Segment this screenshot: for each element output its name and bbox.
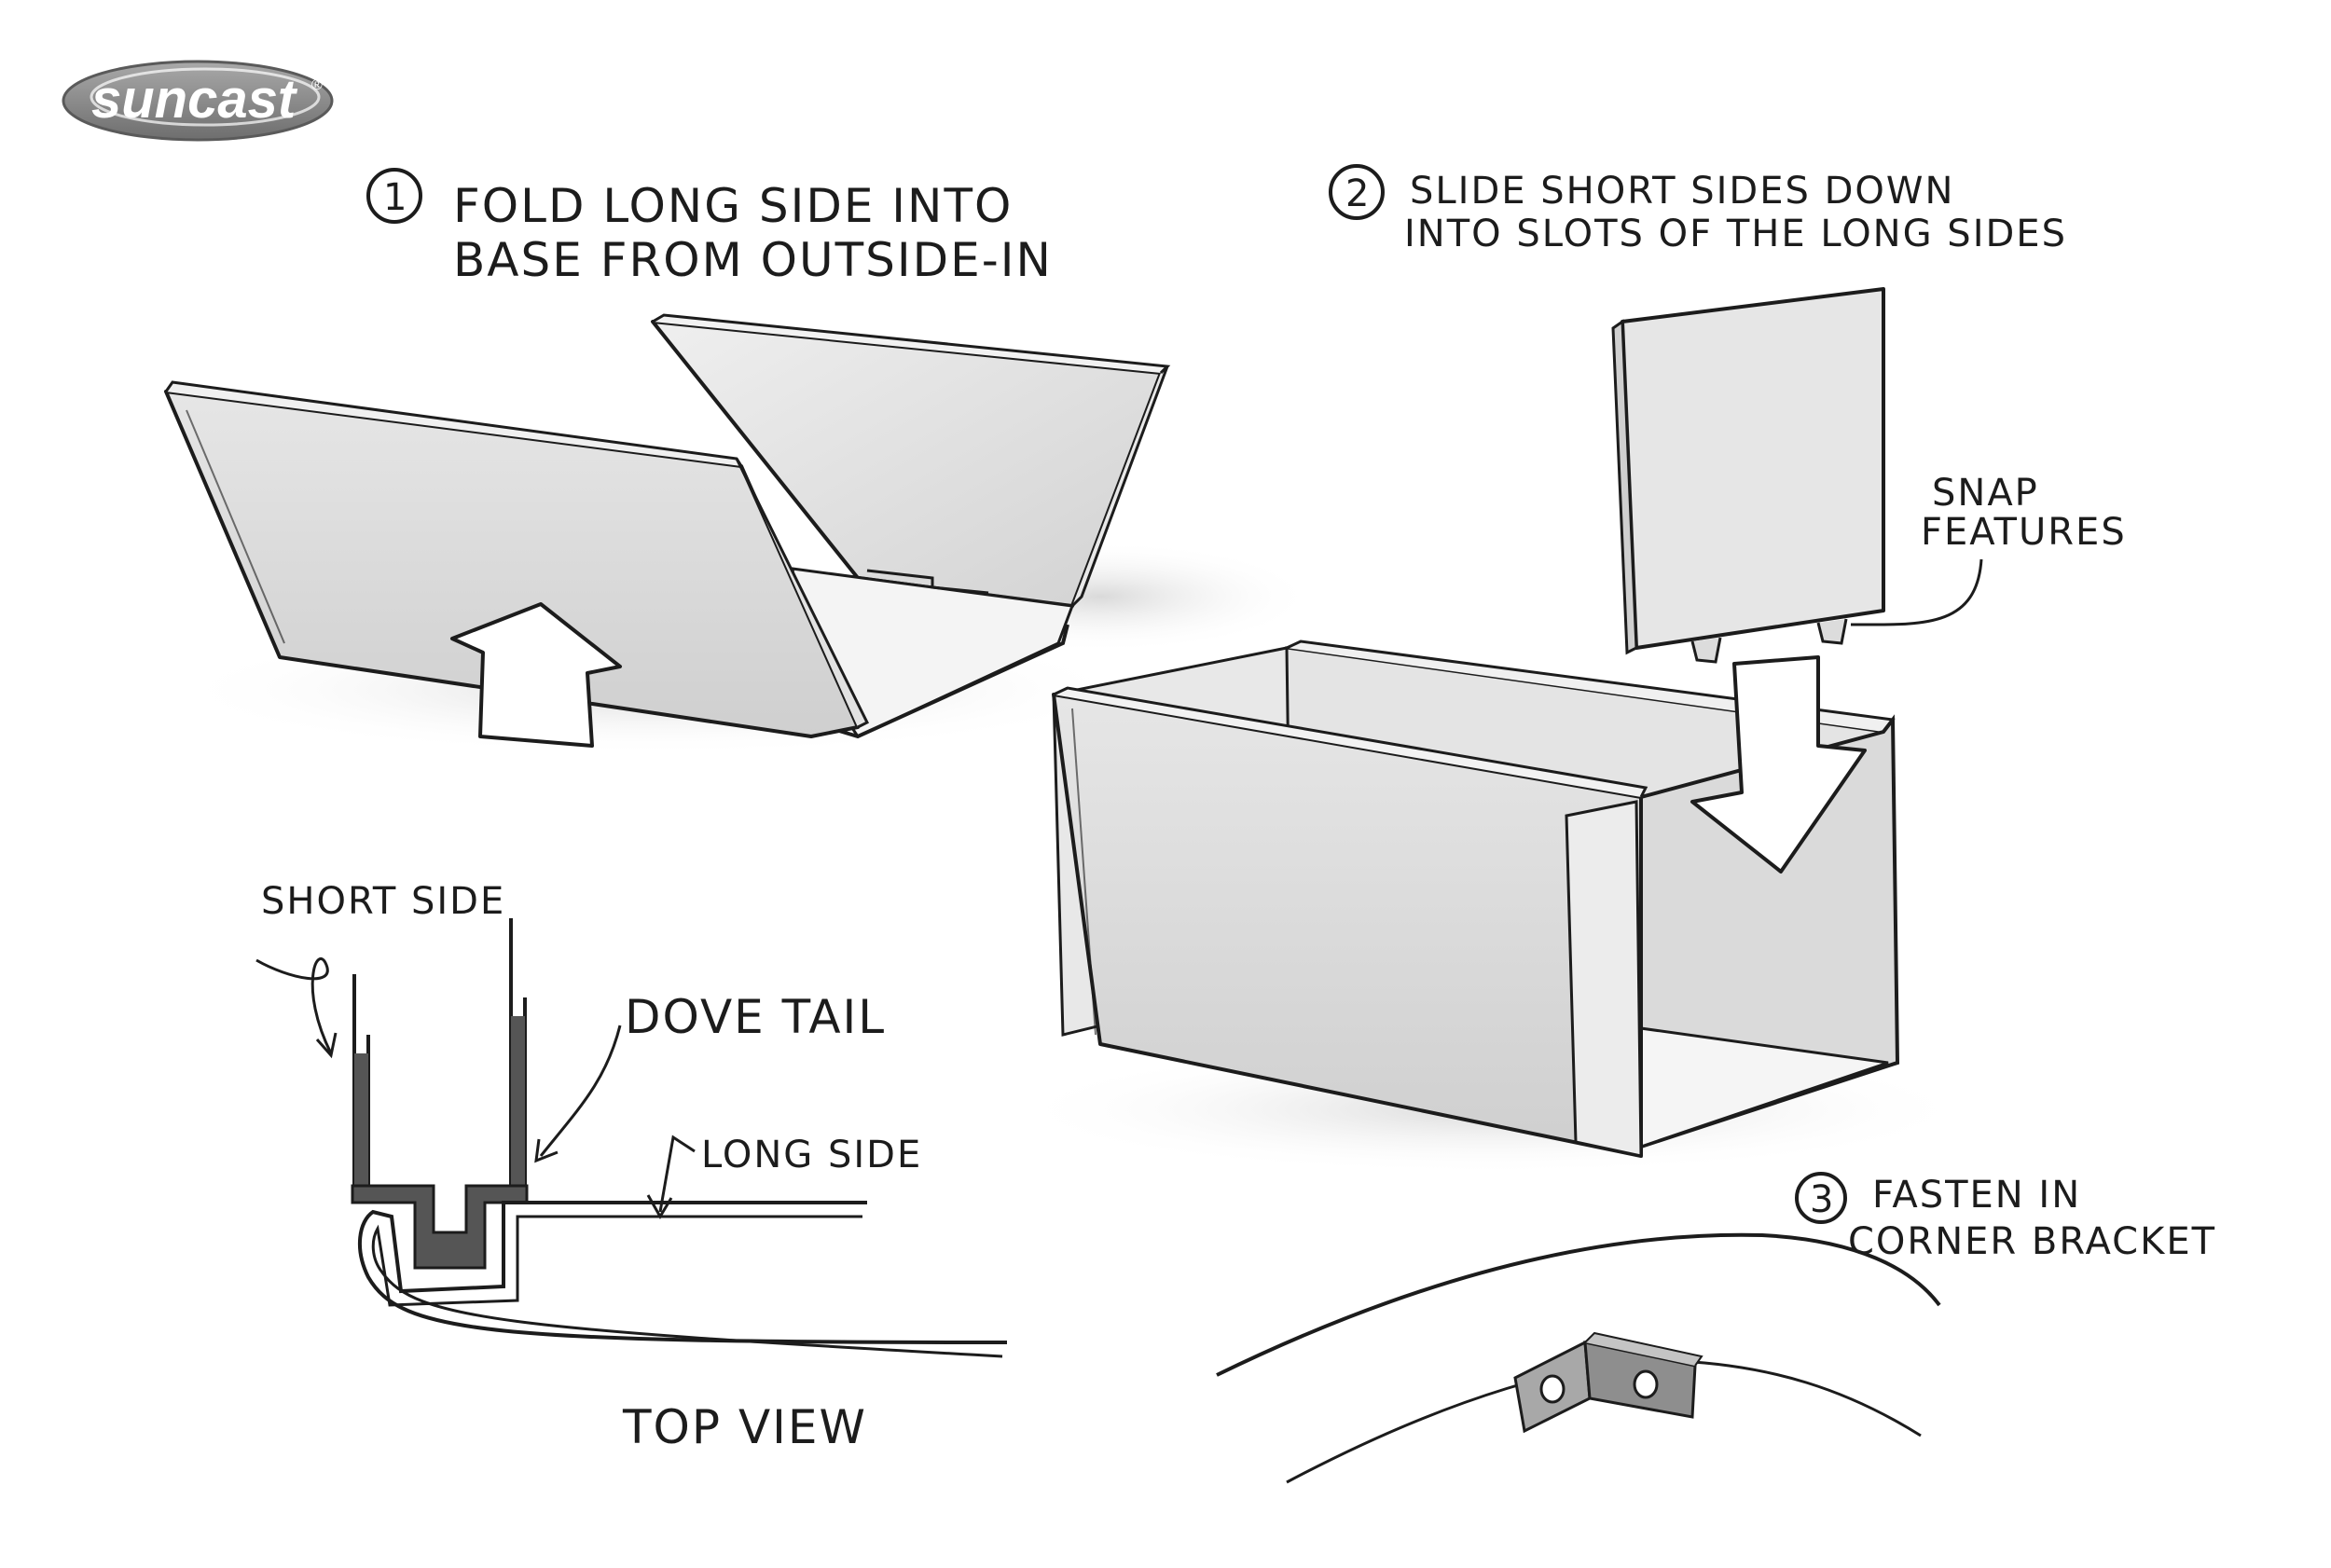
step-3-corner-bracket	[1217, 1235, 1939, 1482]
snap-tab-right	[1818, 619, 1846, 643]
bracket-hole-left	[1541, 1376, 1564, 1402]
top-view-label: Top view	[622, 1400, 867, 1454]
step-2-line-2: into slots of the long sides	[1404, 213, 2067, 255]
step-3-label: 3 Fasten in corner bracket	[1797, 1174, 2216, 1263]
snap-features-label: Snap features	[1921, 472, 2127, 554]
bracket-hole-right	[1634, 1371, 1657, 1397]
step-1-line-1: Fold long side into	[453, 179, 1013, 233]
long-side-label: Long side	[701, 1134, 922, 1176]
step-2-number: 2	[1345, 172, 1371, 215]
step-2-label: 2 Slide short sides down into slots of t…	[1331, 166, 2067, 255]
short-side-leader	[256, 958, 331, 1053]
logo-wordmark: suncast	[91, 69, 298, 130]
step-2-line-1: Slide short sides down	[1410, 170, 1954, 213]
dove-tail-leader	[541, 1025, 620, 1156]
step-1-number: 1	[383, 176, 408, 219]
suncast-logo: suncast ®	[63, 62, 332, 140]
snap-tab-left	[1692, 638, 1720, 662]
step-3-line-2: corner bracket	[1848, 1220, 2216, 1263]
long-side-profile	[360, 1203, 1007, 1342]
logo-registered-mark: ®	[311, 77, 323, 93]
step-1-label: 1 Fold long side into base from outside-…	[368, 170, 1053, 287]
step-2-box-assembly	[1007, 289, 1981, 1175]
dove-tail-label: Dove tail	[625, 990, 886, 1044]
short-side-label: Short side	[261, 880, 505, 923]
snap-features-line-2: features	[1921, 511, 2127, 554]
snap-features-line-1: Snap	[1932, 472, 2039, 515]
short-side-panel	[1622, 289, 1883, 648]
step-3-line-1: Fasten in	[1872, 1174, 2081, 1217]
step-3-number: 3	[1810, 1178, 1835, 1221]
step-1-line-2: base from outside-in	[453, 233, 1053, 287]
